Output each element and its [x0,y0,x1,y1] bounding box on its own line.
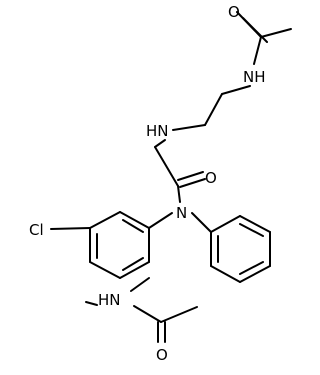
bond-right-ring-1 [210,215,241,233]
bond-ch2-to-hn [172,124,206,131]
bond-left-ring-2 [89,211,121,229]
bond-ch2-to-carbonyl [154,146,179,187]
bond-left-ring-1 [119,211,150,229]
bond-lines [50,11,292,343]
bond-acetyl-methyl [260,28,292,38]
bond-left-ring-5 [119,261,150,279]
bond-hn-to-ch2 [154,139,166,148]
atom-ketone-oxygen: O [205,169,217,187]
atom-labels: O NH HN O N Cl HN O [29,3,266,364]
bond-acetyl-carbonyl-double [242,17,268,43]
bond-lactam-to-ring [160,306,198,323]
bond-ketone-double-b [179,178,206,188]
bond-left-ring-4 [89,261,121,279]
atom-lactam-oxygen: O [156,346,168,364]
bond-carbonyl-to-n [177,185,181,203]
bond-right-ring-4 [239,265,271,283]
bond-nh-to-ch2 [221,85,251,95]
bond-lactam-to-nh [133,305,162,323]
bond-ethylene [204,93,223,126]
bond-right-ring-inner-1 [239,223,264,237]
atom-amine-hn: HN [146,122,169,140]
bond-right-ring-inner-2 [239,261,264,275]
bond-left-ring-to-cl [50,227,91,230]
bond-left-ring-to-nh [130,277,150,292]
atom-ring-nitrogen: N [176,204,187,222]
atom-amide-nh: NH [243,68,266,86]
bond-n-to-right-ring [191,212,212,233]
bond-right-ring-2 [239,215,271,233]
bond-n-to-left-ring [148,212,173,229]
bond-nh-to-lactam-carbon [85,301,98,306]
atom-chlorine: Cl [29,221,44,239]
atom-acetyl-oxygen: O [228,3,240,21]
bond-acetyl-to-nh [253,36,262,65]
atom-lactam-hn: HN [98,291,121,309]
chemical-structure: O NH HN O N Cl HN O [29,3,292,364]
bond-ketone-double-a [177,171,204,181]
bond-left-ring-inner-1 [122,219,144,233]
bond-right-ring-5 [210,265,241,283]
bond-left-ring-inner-3 [122,257,144,271]
